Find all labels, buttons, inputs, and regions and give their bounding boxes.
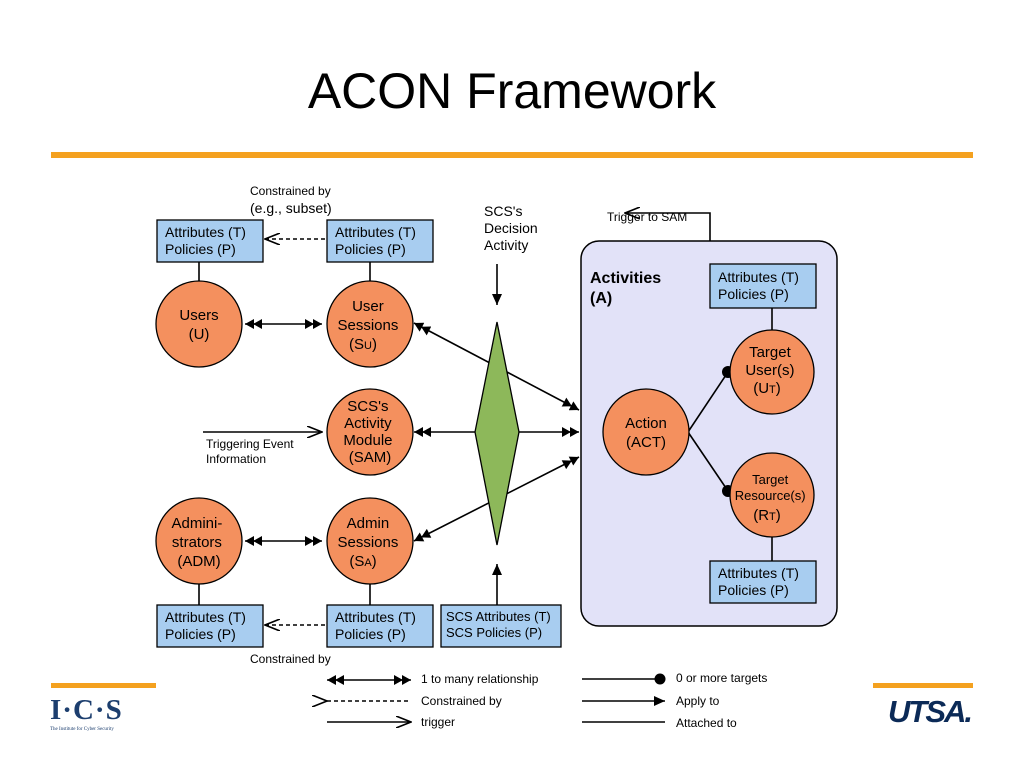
constrained-bottom-label: Constrained by: [250, 652, 331, 666]
target-resources-node: [729, 452, 815, 538]
target-users-node: [729, 329, 815, 415]
svg-text:Attributes (T)Policies (P): Attributes (T)Policies (P): [335, 224, 416, 257]
legend: [327, 675, 665, 722]
activities-label: Activities (A): [590, 270, 666, 307]
action-node: [602, 388, 690, 476]
svg-text:Attributes (T)Policies (P): Attributes (T)Policies (P): [165, 224, 246, 257]
footer-bar-right: [873, 683, 973, 688]
sam-node: [326, 388, 414, 476]
attr-box-admins: Attributes (T)Policies (P): [156, 604, 264, 648]
target-resources-label: Target Resource(s) (RT): [735, 472, 809, 524]
legend-label: Attached to: [676, 716, 737, 730]
attr-box-admin-sessions: Attributes (T)Policies (P): [326, 604, 434, 648]
admins-label: Admini- strators (ADM): [171, 515, 226, 570]
users-label: Users(U): [179, 307, 218, 343]
ics-logo-text: I·C·S: [50, 694, 123, 726]
svg-text:Attributes (T)Policies (P): Attributes (T)Policies (P): [718, 269, 799, 302]
user-sessions-label: User Sessions (SU): [337, 298, 402, 353]
ics-tagline: The Institute for Cyber Security: [50, 727, 114, 732]
legend-label: 1 to many relationship: [421, 672, 539, 686]
trigger-sam-label: Trigger to SAM: [607, 210, 687, 224]
decision-label: SCS's Decision Activity: [484, 203, 542, 253]
svg-text:SCS Attributes (T)SCS Policies: SCS Attributes (T)SCS Policies (P): [446, 609, 551, 640]
attr-box-target-resources: Attributes (T)Policies (P): [709, 560, 817, 604]
target-users-label: Target User(s) (UT): [745, 344, 798, 397]
svg-text:Attributes (T)Policies (P): Attributes (T)Policies (P): [335, 609, 416, 642]
attr-box-users: Attributes (T)Policies (P): [156, 219, 264, 263]
legend-label: Apply to: [676, 694, 720, 708]
attr-box-user-sessions: Attributes (T)Policies (P): [326, 219, 434, 263]
slide-title: ACON Framework: [307, 63, 717, 119]
admin-sessions-node: [326, 497, 414, 585]
admins-node: [155, 497, 243, 585]
attr-box-target-users: Attributes (T)Policies (P): [709, 263, 817, 309]
legend-label: 0 or more targets: [676, 671, 767, 685]
action-label: Action(ACT): [625, 415, 667, 451]
triggering-event-label: Triggering Event Information: [206, 437, 297, 466]
admin-sessions-label: Admin Sessions (SA): [337, 515, 402, 570]
utsa-logo: UTSA.: [888, 694, 973, 729]
svg-text:Attributes (T)Policies (P): Attributes (T)Policies (P): [165, 609, 246, 642]
title-rule: [51, 152, 973, 158]
scs-attr-box: SCS Attributes (T)SCS Policies (P): [440, 604, 562, 648]
user-sessions-node: [326, 280, 414, 368]
svg-text:Attributes (T)Policies (P): Attributes (T)Policies (P): [718, 565, 799, 598]
decision-diamond: [474, 321, 520, 546]
footer-bar-left: [51, 683, 156, 688]
users-node: [155, 280, 243, 368]
ics-logo: I·C·S The Institute for Cyber Security: [50, 694, 130, 736]
sam-label: SCS's Activity Module (SAM): [343, 398, 396, 466]
constrained-top-label: Constrained by (e.g., subset): [250, 182, 335, 216]
legend-label: trigger: [421, 715, 455, 729]
legend-label: Constrained by: [421, 694, 502, 708]
